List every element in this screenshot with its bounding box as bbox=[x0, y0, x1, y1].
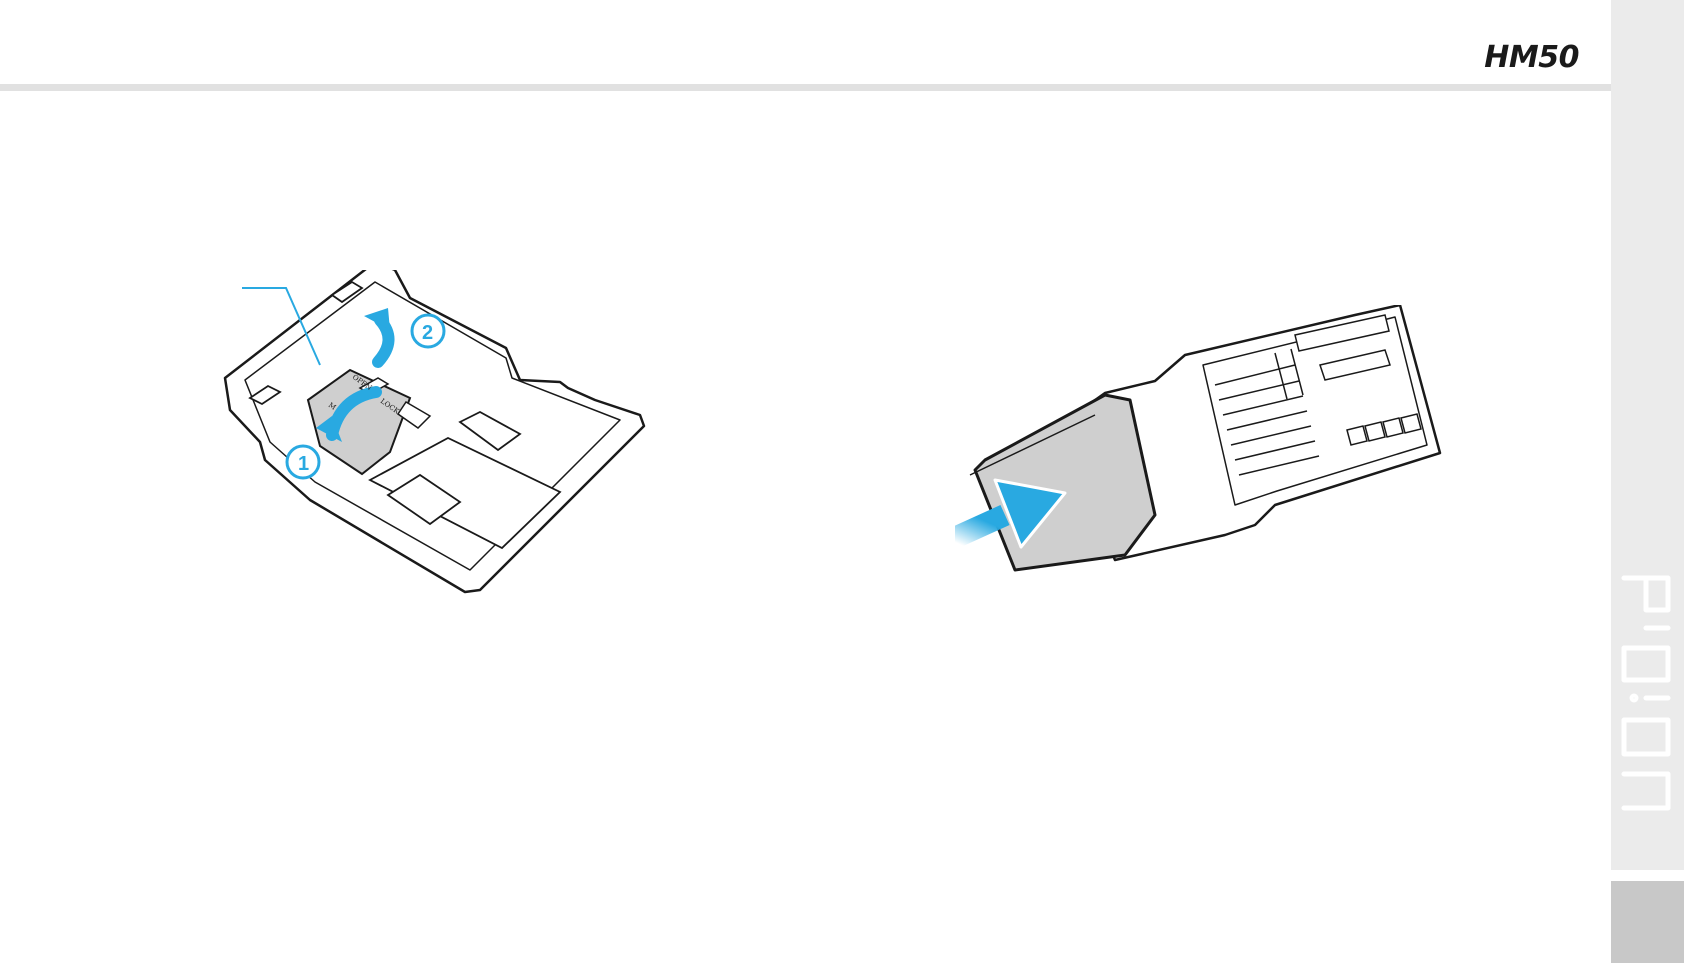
card-insert-figure bbox=[955, 305, 1455, 625]
step-two-label: 2 bbox=[422, 322, 433, 344]
step-one-label: 1 bbox=[298, 453, 309, 475]
side-tab-footer bbox=[1611, 881, 1684, 963]
brand-logo-icon bbox=[1620, 570, 1675, 840]
model-name: HM50 bbox=[1484, 40, 1579, 75]
header-rule bbox=[0, 84, 1611, 91]
sim-tray-figure: 1 2 OPEN LOCK M bbox=[220, 270, 710, 650]
